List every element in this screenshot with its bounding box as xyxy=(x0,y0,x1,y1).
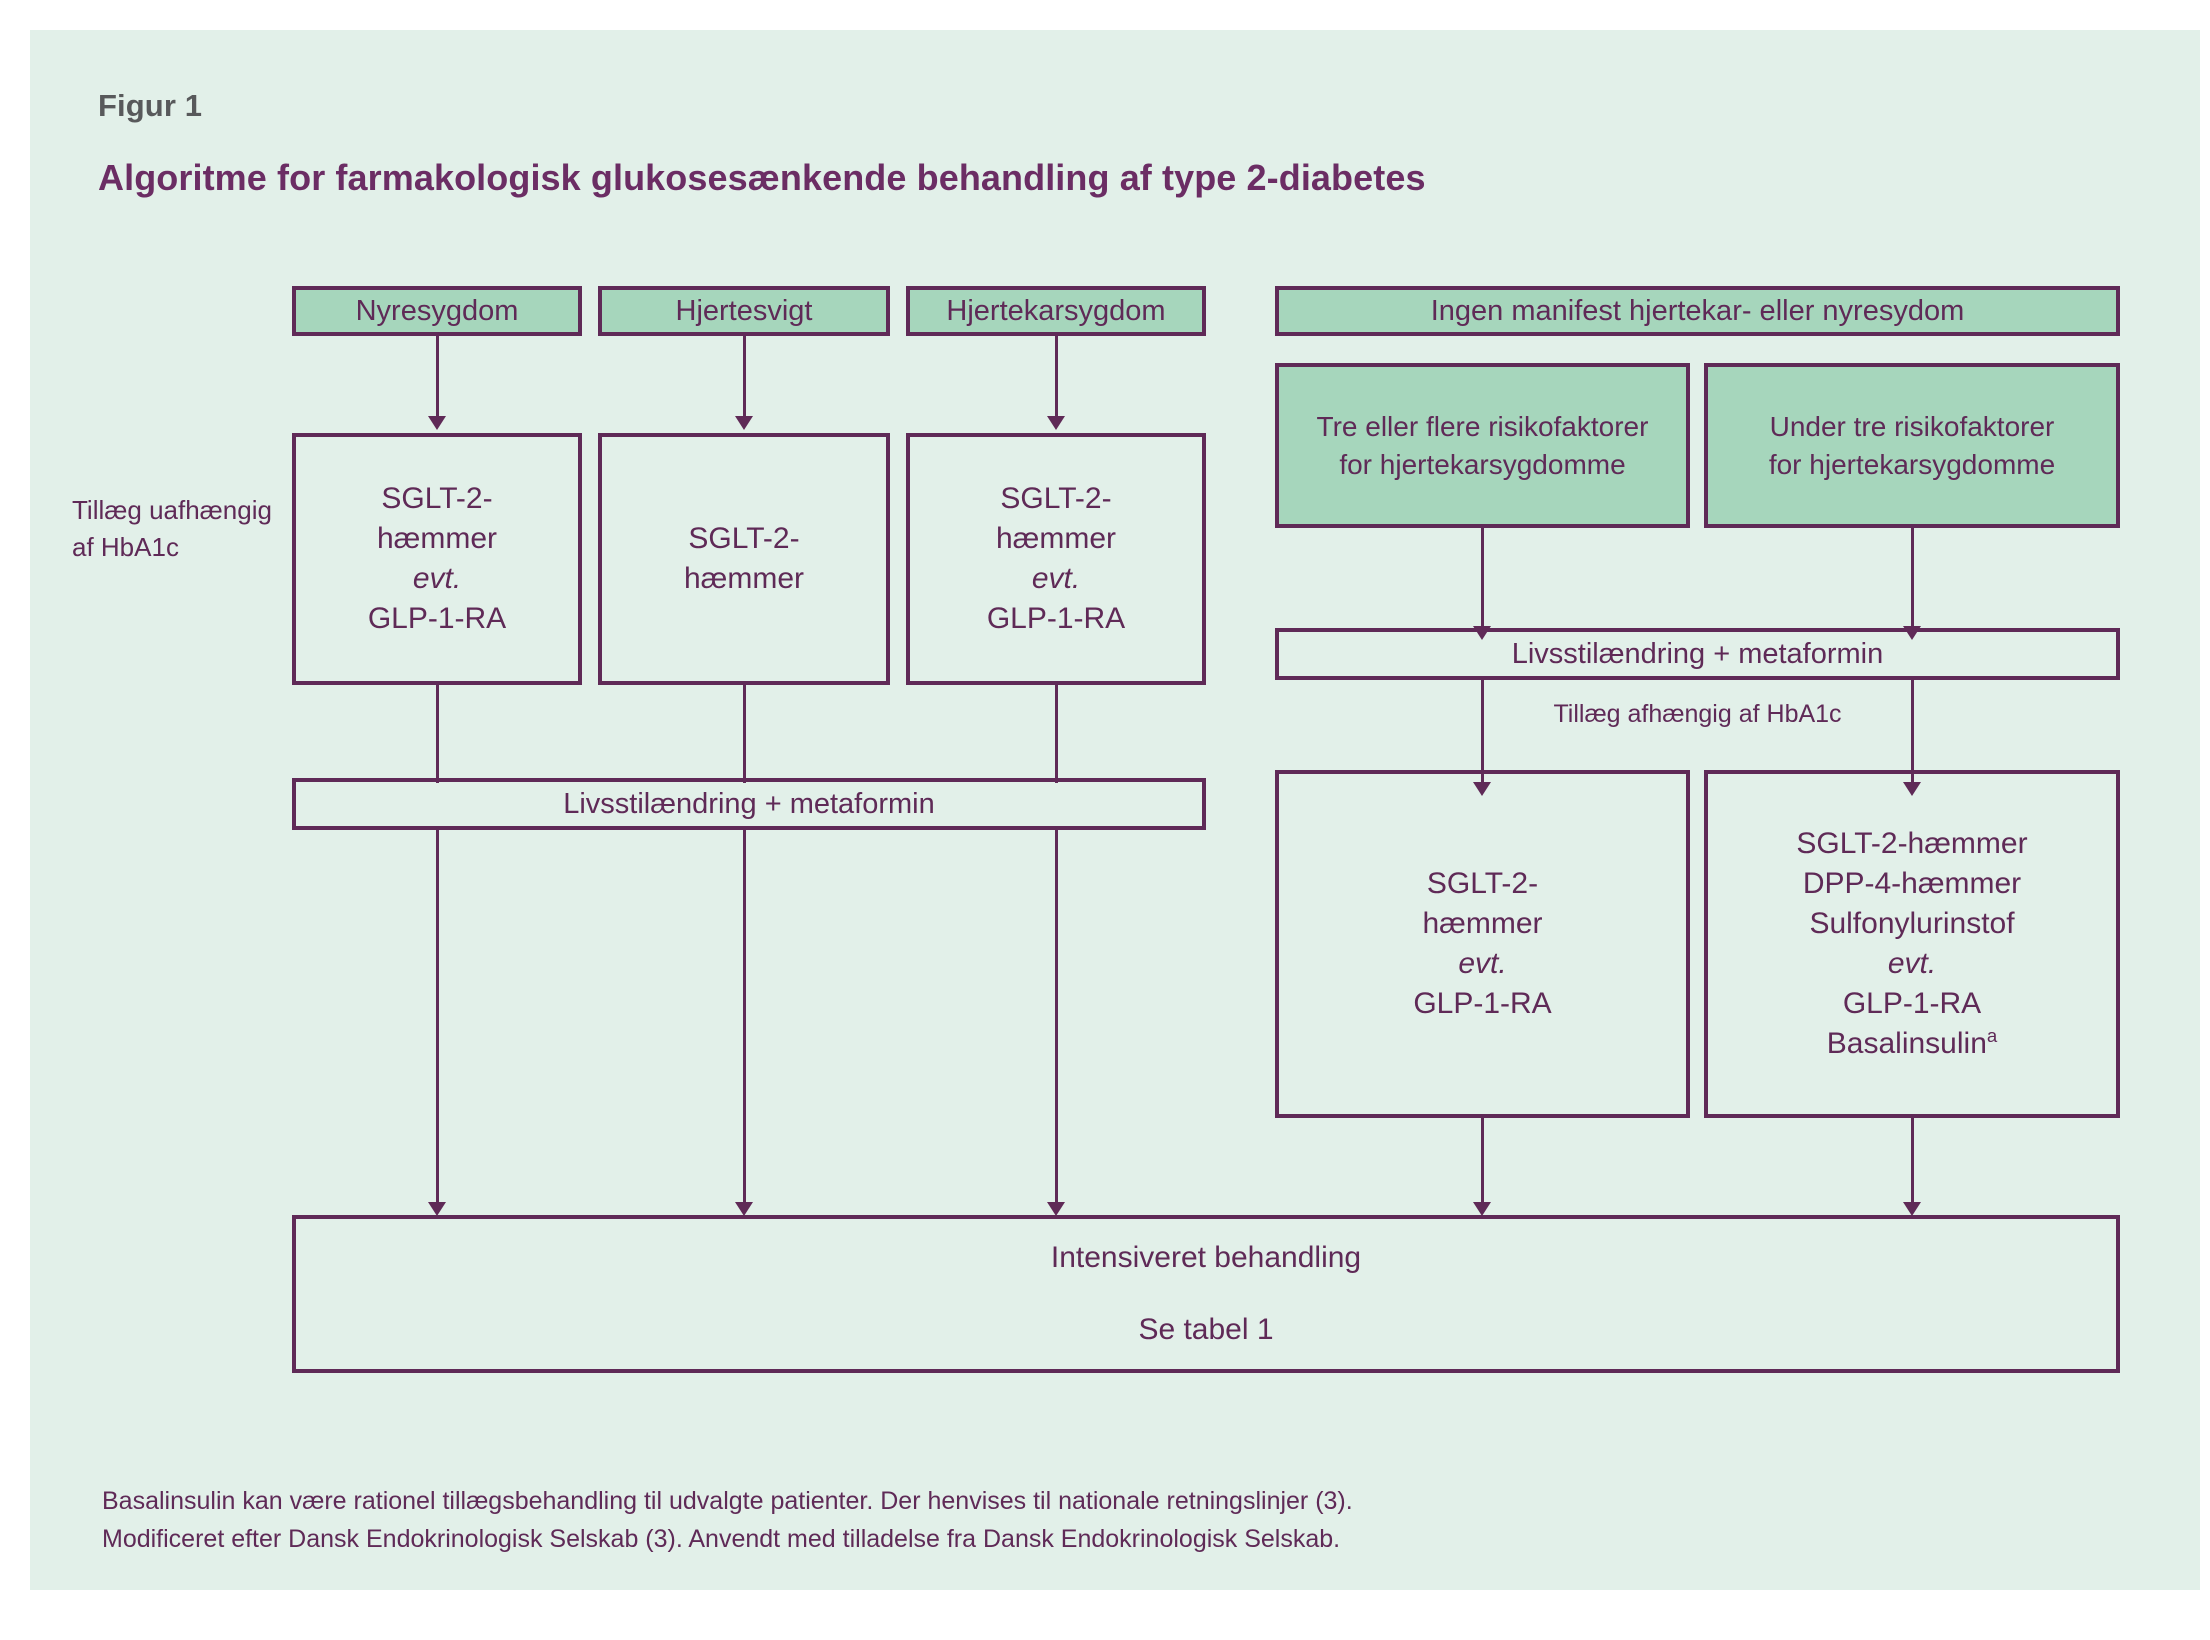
condition-label-1: Hjertesvigt xyxy=(675,294,813,327)
connector-arrow-cond-1 xyxy=(735,416,753,430)
intensified-treatment-line-1: Intensiveret behandling xyxy=(1050,1241,1362,1275)
condition-box-hjertesvigt[interactable]: Hjertesvigt xyxy=(598,286,890,336)
right-treatment-0-after-1: GLP-1-RA xyxy=(1413,986,1552,1020)
figure-footnote: Basalinsulin kan være rationel tillægsbe… xyxy=(102,1482,2002,1558)
connector-line-rt-1 xyxy=(1911,680,1914,784)
connector-line-rt-0 xyxy=(1481,680,1484,784)
lifestyle-label-right: Livsstilændring + metaformin xyxy=(1511,637,1884,670)
figure-panel: Figur 1 Algoritme for farmakologisk gluk… xyxy=(30,30,2200,1590)
treatment-line-1-2: hæmmer xyxy=(683,562,804,595)
connector-arrow-rt-1 xyxy=(1903,782,1921,796)
treatment-line-0-4: GLP-1-RA xyxy=(367,601,507,635)
risk-group-0-line-2: for hjertekarsygdomme xyxy=(1339,448,1626,480)
left-annotation-line-1: Tillæg xyxy=(72,495,142,525)
treatment-line-2-3: evt. xyxy=(1031,562,1081,595)
connector-arrow-bottom-4 xyxy=(1903,1202,1921,1216)
treatment-box-left-1[interactable]: SGLT-2- hæmmer xyxy=(598,433,890,685)
figure-title: Algoritme for farmakologisk glukosesænke… xyxy=(98,157,1426,198)
risk-group-0-line-1: Tre eller flere risikofaktorer xyxy=(1316,411,1649,443)
treatment-line-1-1: SGLT-2- xyxy=(688,522,800,556)
connector-line-treat-2 xyxy=(1055,685,1058,783)
right-treatment-1-after-2: Basalinsulina xyxy=(1714,1024,2110,1064)
treatment-line-0-1: SGLT-2- xyxy=(381,482,493,516)
connector-line-risk-1 xyxy=(1911,528,1914,628)
intensified-treatment-line-2: Se tabel 1 xyxy=(1138,1312,1274,1346)
connector-arrow-bottom-3 xyxy=(1473,1202,1491,1216)
footnote-line-1: Basalinsulin kan være rationel tillægsbe… xyxy=(102,1487,1353,1515)
left-annotation-line-3: af HbA1c xyxy=(72,531,179,562)
lifestyle-label-left: Livsstilændring + metaformin xyxy=(563,787,935,820)
connector-line-treat-1 xyxy=(743,685,746,783)
connector-line-treat-0 xyxy=(436,685,439,783)
left-annotation-line-2: uafhængig xyxy=(149,495,272,525)
risk-group-box-three-or-more[interactable]: Tre eller flere risikofaktorer for hjert… xyxy=(1275,363,1690,528)
right-treatment-0-line-1: SGLT-2- xyxy=(1426,867,1539,901)
connector-line-bottom-4 xyxy=(1911,1118,1914,1205)
treatment-box-right-1[interactable]: SGLT-2-hæmmer DPP-4-hæmmer Sulfonylurins… xyxy=(1704,770,2120,1118)
figure-label: Figur 1 xyxy=(98,88,203,123)
treatment-box-left-0[interactable]: SGLT-2- hæmmer evt. GLP-1-RA xyxy=(292,433,582,685)
treatment-line-2-4: GLP-1-RA xyxy=(986,601,1126,635)
connector-line-cond-2 xyxy=(1055,336,1058,418)
intensified-treatment-box[interactable]: Intensiveret behandling Se tabel 1 xyxy=(292,1215,2120,1373)
connector-line-cond-1 xyxy=(743,336,746,418)
right-treatment-1-evt: evt. xyxy=(1887,947,1937,980)
right-treatment-0-line-2: hæmmer xyxy=(1422,907,1543,941)
connector-arrow-bottom-2 xyxy=(1047,1202,1065,1216)
condition-box-nyresygdom[interactable]: Nyresygdom xyxy=(292,286,582,336)
connector-arrow-bottom-0 xyxy=(428,1202,446,1216)
treatment-box-right-0[interactable]: SGLT-2- hæmmer evt. GLP-1-RA xyxy=(1275,770,1690,1118)
right-branch-header-label: Ingen manifest hjertekar- eller nyresydo… xyxy=(1430,294,1965,327)
right-treatment-1-line-3: Sulfonylurinstof xyxy=(1809,907,2015,941)
lifestyle-box-left[interactable]: Livsstilændring + metaformin xyxy=(292,778,1206,830)
connector-arrow-cond-0 xyxy=(428,416,446,430)
basalinsulin-text: Basalinsulin xyxy=(1826,1026,1987,1060)
connector-line-bottom-2 xyxy=(1055,830,1058,1205)
connector-arrow-cond-2 xyxy=(1047,416,1065,430)
risk-group-box-under-three[interactable]: Under tre risikofaktorer for hjertekarsy… xyxy=(1704,363,2120,528)
connector-arrow-rt-0 xyxy=(1473,782,1491,796)
connector-line-bottom-0 xyxy=(436,830,439,1205)
risk-group-1-line-2: for hjertekarsygdomme xyxy=(1768,448,2056,480)
connector-line-risk-0 xyxy=(1481,528,1484,628)
right-branch-header-box[interactable]: Ingen manifest hjertekar- eller nyresydo… xyxy=(1275,286,2120,336)
right-treatment-1-after-1: GLP-1-RA xyxy=(1842,986,1982,1020)
risk-group-1-line-1: Under tre risikofaktorer xyxy=(1769,411,2055,443)
right-treatment-1-line-2: DPP-4-hæmmer xyxy=(1802,867,2022,901)
condition-label-0: Nyresygdom xyxy=(355,294,519,327)
right-treatment-0-evt: evt. xyxy=(1458,947,1507,980)
connector-arrow-bottom-1 xyxy=(735,1202,753,1216)
left-side-annotation: Tillæg uafhængig af HbA1c xyxy=(72,492,272,566)
footnote-marker-a: a xyxy=(1986,1024,1998,1046)
connector-line-cond-0 xyxy=(436,336,439,418)
condition-label-2: Hjertekarsygdom xyxy=(946,294,1166,327)
treatment-line-0-3: evt. xyxy=(412,562,462,595)
connector-line-bottom-1 xyxy=(743,830,746,1205)
treatment-box-left-2[interactable]: SGLT-2- hæmmer evt. GLP-1-RA xyxy=(906,433,1206,685)
connector-line-bottom-3 xyxy=(1481,1118,1484,1205)
lifestyle-box-right[interactable]: Livsstilændring + metaformin xyxy=(1275,628,2120,680)
treatment-line-0-2: hæmmer xyxy=(376,522,497,556)
condition-box-hjertekarsygdom[interactable]: Hjertekarsygdom xyxy=(906,286,1206,336)
treatment-line-2-2: hæmmer xyxy=(995,522,1116,556)
treatment-line-2-1: SGLT-2- xyxy=(1000,482,1112,516)
hba1c-dependent-label: Tillæg afhængig af HbA1c xyxy=(1553,700,1842,728)
right-treatment-1-line-1: SGLT-2-hæmmer xyxy=(1796,827,2028,861)
footnote-line-2: Modificeret efter Dansk Endokrinologisk … xyxy=(102,1525,1341,1553)
